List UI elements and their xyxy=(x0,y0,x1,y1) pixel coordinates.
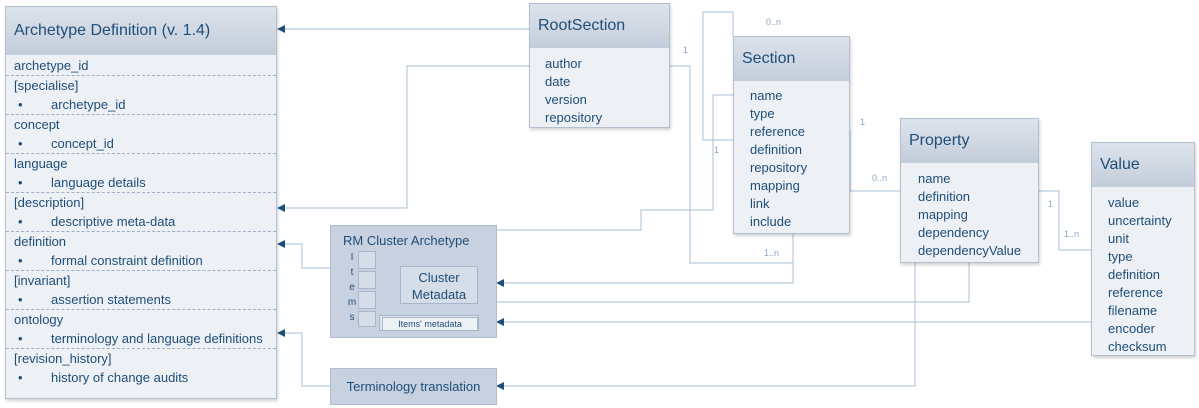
terminology-translation-box: Terminology translation xyxy=(330,368,497,405)
multiplicity-section-to-property: 1 xyxy=(860,117,866,127)
item-slot xyxy=(358,271,376,289)
item-slot xyxy=(358,251,376,269)
field-name: name xyxy=(750,88,783,103)
archetype-section: [specialise] archetype_id xyxy=(6,76,276,115)
archetype-section-bullet: descriptive meta-data xyxy=(14,212,268,231)
archetype-sections: archetype_id[specialise]archetype_idconc… xyxy=(6,55,276,387)
archetype-section-bullet: history of change audits xyxy=(14,368,268,387)
rootsection-title: RootSection xyxy=(530,4,669,48)
property-fields: name definition mapping dependency depen… xyxy=(901,163,1038,260)
archetype-section: [invariant] assertion statements xyxy=(6,271,276,310)
archetype-section-bullet: formal constraint definition xyxy=(14,251,268,270)
archetype-section-title: ontology xyxy=(14,312,64,327)
field-version: version xyxy=(545,92,587,107)
field-link: link xyxy=(750,196,770,211)
archetype-section: ontology terminology and language definit… xyxy=(6,310,276,349)
archetype-definition-header: Archetype Definition (v. 1.4) xyxy=(6,7,276,55)
archetype-section-bullet: concept_id xyxy=(14,134,268,153)
rootsection-box: RootSection author date version reposito… xyxy=(529,3,670,128)
field-name: name xyxy=(918,171,951,186)
field-reference: reference xyxy=(1108,285,1163,300)
value-title: Value xyxy=(1092,143,1194,187)
items-metadata-label: Items' metadata xyxy=(398,319,462,329)
items-letter: m xyxy=(347,297,357,308)
multiplicity-section-to-cluster: 1..n xyxy=(764,248,780,258)
field-definition: definition xyxy=(1108,267,1161,282)
field-type: type xyxy=(750,106,775,121)
field-repository: repository xyxy=(545,110,603,125)
multiplicity-root-to-section: 1 xyxy=(683,45,689,55)
field-encoder: encoder xyxy=(1108,321,1155,336)
value-fields: value uncertainty unit type definition r… xyxy=(1092,187,1194,356)
section-title: Section xyxy=(734,37,849,81)
archetype-section-title: definition xyxy=(14,234,67,249)
field-dependency: dependency xyxy=(918,225,989,240)
cluster-metadata-box: Cluster Metadata xyxy=(400,266,478,304)
items-letter: s xyxy=(349,312,355,323)
archetype-section-title: concept xyxy=(14,117,60,132)
terminology-translation-label: Terminology translation xyxy=(346,379,481,394)
archetype-section-bullet: archetype_id xyxy=(14,95,268,114)
section-box: Section name type reference definition r… xyxy=(733,36,850,234)
field-definition: definition xyxy=(918,189,971,204)
field-value: value xyxy=(1108,195,1140,210)
field-date: date xyxy=(545,74,571,89)
field-include: include xyxy=(750,214,792,229)
rm-cluster-archetype-box: RM Cluster Archetype I t e m s Cluster M… xyxy=(330,225,497,338)
archetype-section-title: [description] xyxy=(14,195,85,210)
archetype-section: [revision_history]history of change audi… xyxy=(6,349,276,387)
field-filename: filename xyxy=(1108,303,1158,318)
items-letter: e xyxy=(349,282,355,293)
archetype-section-bullet: assertion statements xyxy=(14,290,268,309)
archetype-section-title: [specialise] xyxy=(14,78,79,93)
field-type: type xyxy=(1108,249,1133,264)
field-definition: definition xyxy=(750,142,803,157)
multiplicity-section-self: 1 xyxy=(714,145,720,155)
archetype-section-title: [invariant] xyxy=(14,273,71,288)
property-box: Property name definition mapping depende… xyxy=(900,118,1039,263)
archetype-definition-box: Archetype Definition (v. 1.4) archetype_… xyxy=(5,6,277,399)
field-reference: reference xyxy=(750,124,805,139)
field-author: author xyxy=(545,56,582,71)
archetype-section-bullet: terminology and language definitions xyxy=(14,329,268,348)
field-repository: repository xyxy=(750,160,808,175)
field-mapping: mapping xyxy=(750,178,800,193)
archetype-section-bullet: language details xyxy=(14,173,268,192)
item-slot xyxy=(358,311,376,327)
archetype-section: language language details xyxy=(6,154,276,193)
section-fields: name type reference definition repositor… xyxy=(734,81,849,231)
items-metadata-box: Items' metadata xyxy=(382,317,478,331)
archetype-section-title: language xyxy=(14,156,68,171)
field-uncertainty: uncertainty xyxy=(1108,213,1172,228)
value-box: Value value uncertainty unit type defini… xyxy=(1091,142,1195,356)
cluster-metadata-line1: Cluster xyxy=(418,270,460,285)
multiplicity-property-in: 0..n xyxy=(872,173,888,183)
field-unit: unit xyxy=(1108,231,1129,246)
field-dependency-value: dependencyValue xyxy=(918,243,1022,258)
items-letter: I xyxy=(350,252,354,263)
item-slot xyxy=(358,291,376,309)
field-mapping: mapping xyxy=(918,207,968,222)
multiplicity-value-in: 1..n xyxy=(1064,229,1080,239)
archetype-section: [description] descriptive meta-data xyxy=(6,193,276,232)
rootsection-fields: author date version repository xyxy=(530,48,669,127)
archetype-section: concept concept_id xyxy=(6,115,276,154)
archetype-section-title: [revision_history] xyxy=(14,351,112,366)
archetype-section-title: archetype_id xyxy=(14,58,89,73)
archetype-definition-title: Archetype Definition (v. 1.4) xyxy=(6,7,276,55)
archetype-section: definition formal constraint definition xyxy=(6,232,276,271)
cluster-metadata-line2: Metadata xyxy=(411,287,467,302)
multiplicity-property-to-value: 1 xyxy=(1048,199,1054,209)
property-title: Property xyxy=(901,119,1038,163)
rm-cluster-archetype-title: RM Cluster Archetype xyxy=(343,233,470,248)
archetype-section: archetype_id xyxy=(6,56,276,76)
items-letter: t xyxy=(350,267,354,278)
items-column: I t e m s xyxy=(345,250,359,325)
multiplicity-section-top: 0..n xyxy=(766,17,782,27)
field-checksum: checksum xyxy=(1108,339,1167,354)
